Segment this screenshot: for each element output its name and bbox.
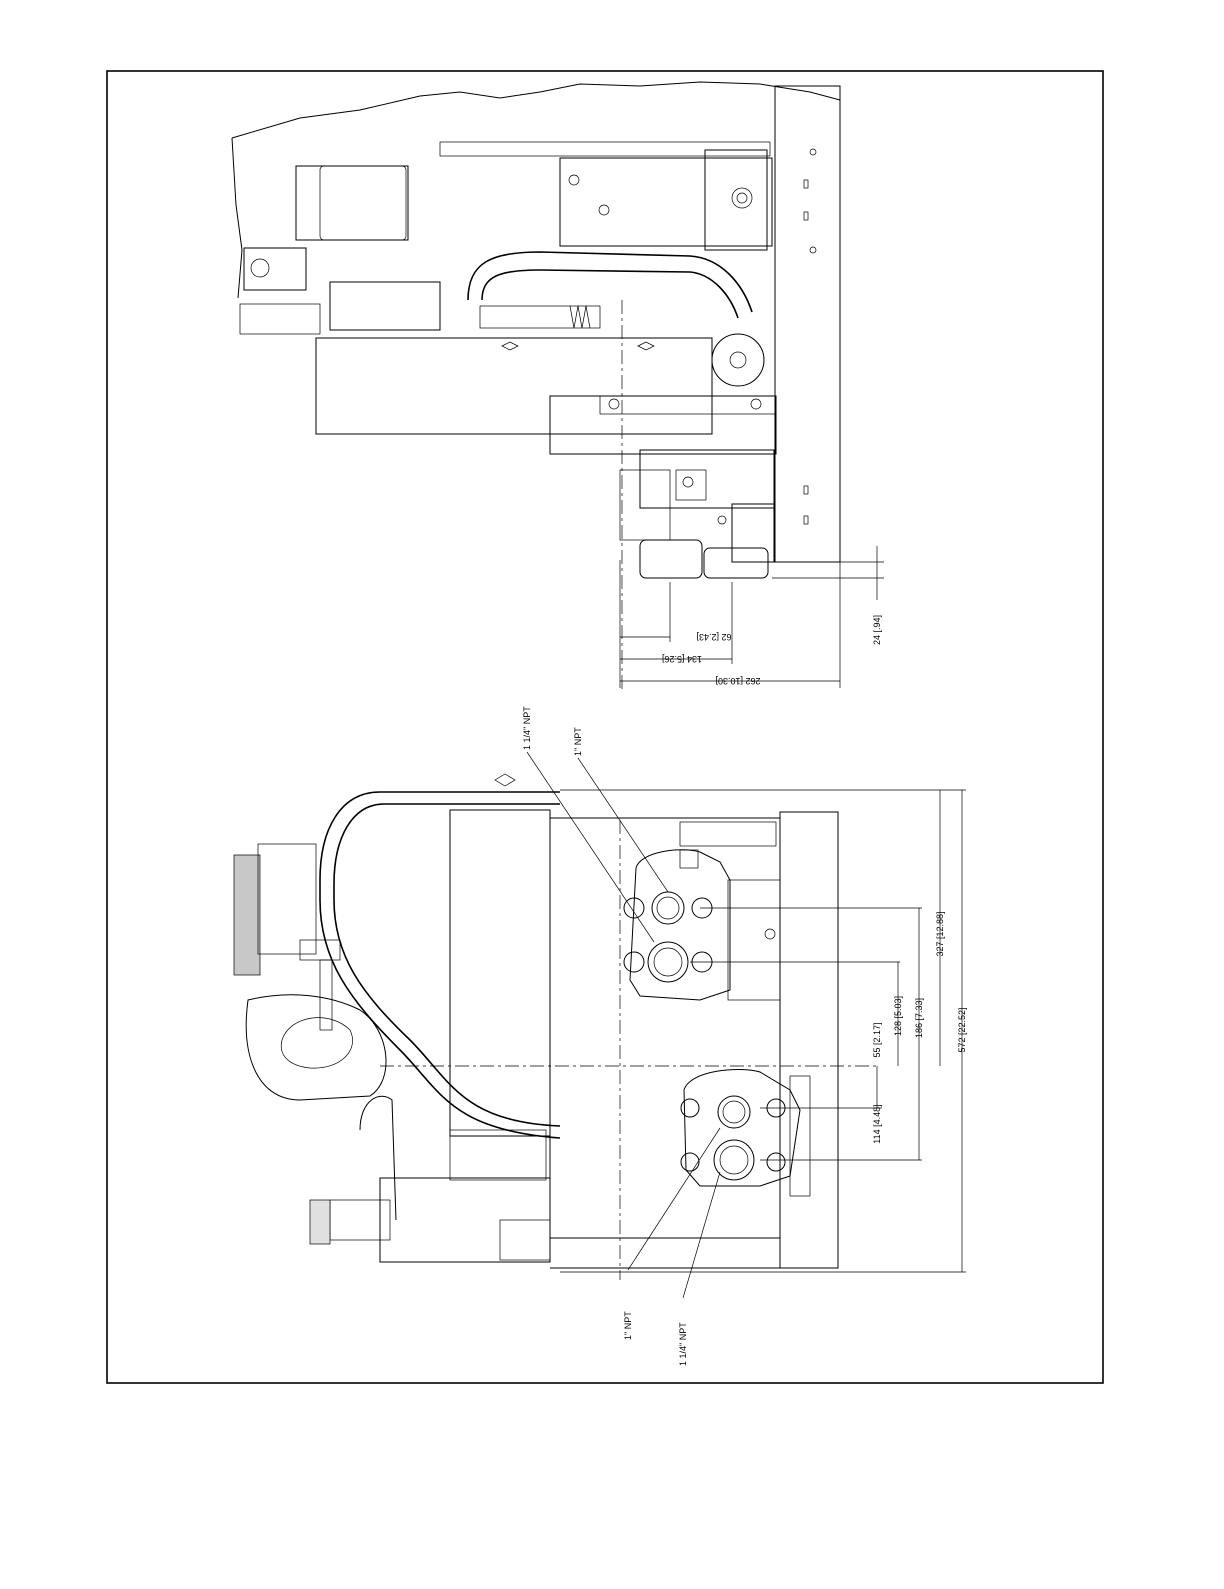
dim-572: 572 [22.52] bbox=[957, 1007, 967, 1052]
dim-186: 186 [7.33] bbox=[914, 998, 924, 1038]
callout-bottom-small-npt: 1" NPT bbox=[623, 1311, 633, 1340]
dim-55: 55 [2.17] bbox=[872, 1022, 882, 1057]
top-view-dimensions: 62 [2.43] 134 [5.26] 262 [10.30] 24 [.94… bbox=[620, 546, 884, 688]
sheet-border bbox=[107, 71, 1103, 1383]
dim-262: 262 [10.30] bbox=[715, 676, 760, 686]
pump-block bbox=[550, 818, 780, 1238]
dim-134: 134 [5.26] bbox=[662, 654, 702, 664]
dim-114: 114 [4.48] bbox=[872, 1104, 882, 1143]
callout-bottom-large-npt: 1 1/4" NPT bbox=[678, 1322, 688, 1366]
port-cap-right bbox=[704, 548, 768, 578]
callout-top-small-npt: 1" NPT bbox=[573, 727, 583, 756]
port-cap-left bbox=[640, 540, 702, 578]
filter-screen bbox=[234, 855, 260, 975]
base-plate bbox=[780, 812, 838, 1268]
bottom-view-assembly bbox=[234, 774, 880, 1280]
callout-top-large-npt: 1 1/4" NPT bbox=[522, 706, 532, 750]
top-view-assembly bbox=[232, 82, 840, 690]
dim-62: 62 [2.43] bbox=[696, 632, 731, 642]
motor-housing bbox=[316, 338, 712, 434]
roller bbox=[712, 334, 764, 386]
bottom-view-callouts: 1 1/4" NPT 1" NPT 1" NPT 1 1/4" NPT bbox=[522, 706, 720, 1366]
dim-327: 327 [12.88] bbox=[935, 911, 945, 956]
bottom-view-dimensions: 55 [2.17] 114 [4.48] 128 [5.03] 186 [7.3… bbox=[560, 790, 967, 1272]
dim-128: 128 [5.03] bbox=[893, 996, 903, 1036]
dim-24: 24 [.94] bbox=[872, 615, 882, 645]
mounting-plate bbox=[775, 86, 840, 562]
